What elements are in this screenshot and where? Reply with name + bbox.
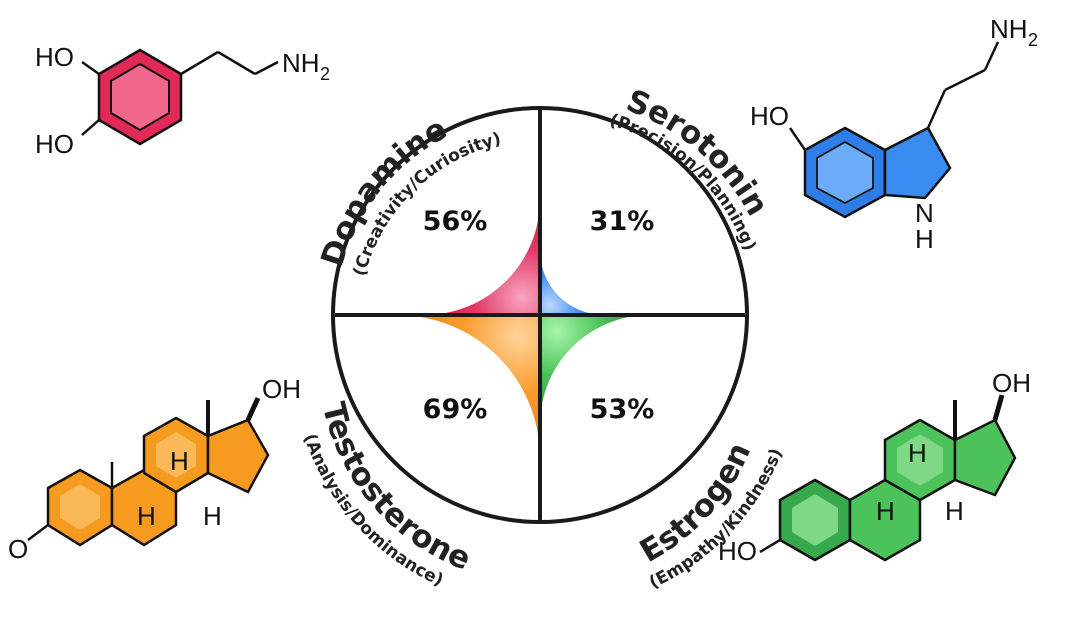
svg-text:HO: HO xyxy=(35,129,74,159)
testosterone-percent: 69% xyxy=(423,394,488,425)
svg-text:H: H xyxy=(170,446,189,476)
svg-text:O: O xyxy=(8,534,28,564)
serotonin-molecule: NH 2 HO N H xyxy=(750,14,1038,254)
svg-text:HO: HO xyxy=(35,42,74,72)
svg-text:HO: HO xyxy=(750,101,789,131)
svg-text:NH: NH xyxy=(990,14,1028,44)
svg-text:OH: OH xyxy=(992,368,1031,398)
svg-text:H: H xyxy=(876,496,895,526)
dopamine-wedge xyxy=(424,199,540,315)
dopamine-percent: 56% xyxy=(423,206,488,237)
svg-text:H: H xyxy=(908,438,927,468)
svg-text:H: H xyxy=(203,501,222,531)
dopamine-molecule: HO HO NH 2 xyxy=(35,42,330,159)
estrogen-molecule: OH HO H H H xyxy=(718,368,1031,566)
svg-text:N: N xyxy=(915,198,934,228)
svg-text:H: H xyxy=(945,496,964,526)
svg-text:H: H xyxy=(137,501,156,531)
serotonin-percent: 31% xyxy=(590,206,655,237)
svg-text:NH: NH xyxy=(282,48,320,78)
svg-text:OH: OH xyxy=(262,374,301,404)
testosterone-wedge xyxy=(397,315,540,458)
svg-text:HO: HO xyxy=(718,536,757,566)
serotonin-wedge xyxy=(540,250,605,315)
svg-text:2: 2 xyxy=(1028,30,1038,50)
estrogen-wedge xyxy=(540,315,650,425)
testosterone-molecule: OH O H H H xyxy=(8,374,301,564)
estrogen-percent: 53% xyxy=(590,394,655,425)
dopamine-name: Dopamine xyxy=(314,111,452,271)
svg-text:H: H xyxy=(915,224,934,254)
svg-text:2: 2 xyxy=(320,64,330,84)
